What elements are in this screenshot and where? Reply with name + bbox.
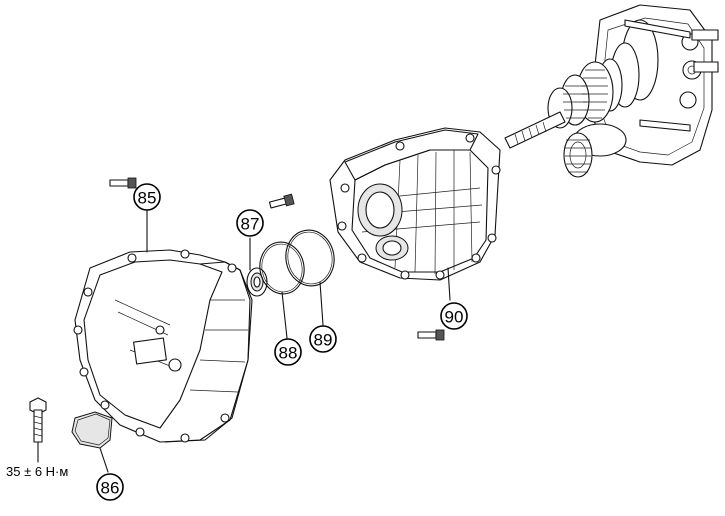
callout-89: 89 (309, 325, 337, 353)
callout-85-label: 85 (138, 189, 157, 208)
callout-87: 87 (236, 209, 264, 237)
bolt-lower-icon (417, 329, 445, 341)
leader-lines (37, 209, 451, 473)
torque-spec: 35 ± 6 Н·м (6, 464, 68, 479)
gearbox-assembly (504, 4, 719, 178)
callout-85: 85 (133, 183, 161, 211)
oil-seal-87 (246, 267, 268, 297)
callout-86-label: 86 (101, 479, 120, 498)
bolt-upper-left-icon (109, 177, 137, 189)
callout-88-label: 88 (279, 344, 298, 363)
cover-plate-86 (71, 411, 113, 449)
callout-86: 86 (96, 473, 124, 501)
callout-90-label: 90 (445, 308, 464, 327)
bell-housing-85 (73, 249, 253, 443)
gear-housing-90 (329, 127, 501, 281)
callout-90: 90 (440, 302, 468, 330)
o-ring-88 (259, 241, 305, 295)
bolt-seal-icon (268, 193, 295, 209)
callout-88: 88 (274, 338, 302, 366)
hex-bolt-icon (29, 397, 47, 443)
callout-87-label: 87 (241, 215, 260, 234)
o-ring-89 (285, 229, 335, 287)
callout-89-label: 89 (314, 331, 333, 350)
